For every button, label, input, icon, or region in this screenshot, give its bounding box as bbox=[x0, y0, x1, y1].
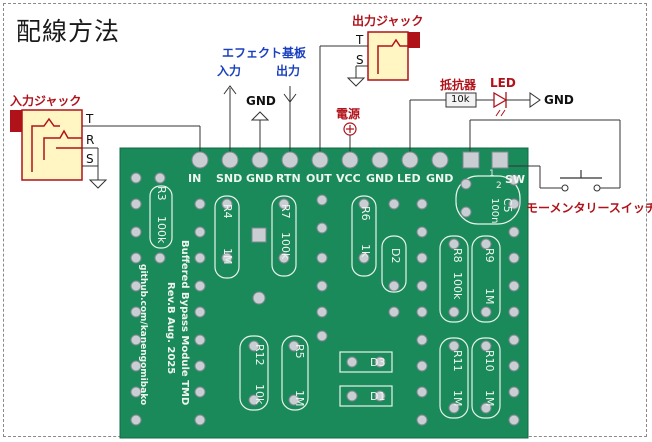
gnd-symbol bbox=[250, 111, 270, 121]
resistor-title: 抵抗器 bbox=[440, 78, 477, 92]
output-jack-pin-t: T bbox=[356, 33, 364, 47]
header-label-sw: SW bbox=[505, 173, 526, 186]
pcb-silk-outlines bbox=[149, 175, 521, 419]
output-jack-plug bbox=[408, 32, 420, 48]
silk-d1: D1 bbox=[370, 390, 386, 403]
silk-r3: R3 bbox=[155, 186, 168, 201]
input-jack-pin-r: R bbox=[86, 133, 95, 147]
led-gnd-label: GND bbox=[544, 93, 574, 107]
sw-pin-1: 1 bbox=[489, 169, 495, 179]
silk-r10-value: 1M bbox=[483, 390, 496, 407]
pcb-pads bbox=[130, 172, 520, 426]
header-label-rtn: RTN bbox=[276, 172, 301, 185]
output-gnd-symbol bbox=[346, 77, 366, 87]
sw-pin-2: 2 bbox=[496, 181, 502, 191]
silk-r8: R8 bbox=[451, 248, 464, 263]
silk-r6: R6 bbox=[359, 206, 372, 221]
input-jack-title: 入力ジャック bbox=[10, 94, 82, 108]
power-label: 電源 bbox=[336, 107, 361, 121]
silk-r9: R9 bbox=[483, 248, 496, 263]
silk-c5: C5 bbox=[501, 198, 514, 213]
resistor-value: 10k bbox=[451, 94, 470, 105]
header-label-in: IN bbox=[188, 172, 202, 185]
silk-r12-value: 10k bbox=[253, 384, 266, 405]
silk-r12: R12 bbox=[253, 344, 266, 366]
effect-board-in-label: 入力 bbox=[217, 64, 242, 78]
silk-board-name: Buffered Bypass Module TMD bbox=[179, 240, 190, 406]
switch-contact-left bbox=[561, 184, 569, 192]
silk-r11: R11 bbox=[451, 350, 464, 372]
page-title: 配線方法 bbox=[16, 17, 121, 46]
silk-c5-value: 100n bbox=[489, 198, 500, 224]
silk-d3: D3 bbox=[370, 356, 386, 369]
silk-r7: R7 bbox=[279, 204, 292, 219]
silk-r6-value: 1k bbox=[359, 244, 372, 258]
silk-r3-value: 100k bbox=[155, 216, 168, 244]
silk-r4: R4 bbox=[221, 204, 234, 219]
switch-label: モーメンタリースイッチ bbox=[526, 201, 652, 215]
header-label-snd: SND bbox=[216, 172, 243, 185]
header-label-gnd-3: GND bbox=[426, 172, 454, 185]
silk-r5: R5 bbox=[293, 344, 306, 359]
silk-board-rev: Rev.B Aug. 2025 bbox=[165, 282, 176, 375]
header-pads bbox=[191, 151, 509, 169]
silk-r8-value: 100k bbox=[451, 272, 464, 300]
led-symbol bbox=[493, 91, 508, 109]
input-jack-body bbox=[21, 109, 83, 181]
header-label-out: OUT bbox=[306, 172, 332, 185]
led-title: LED bbox=[490, 76, 516, 90]
effect-board-out-label: 出力 bbox=[276, 64, 301, 78]
input-jack-plug bbox=[10, 110, 22, 132]
output-jack-title: 出力ジャック bbox=[352, 14, 424, 28]
effect-board-title: エフェクト基板 bbox=[222, 46, 307, 60]
output-jack-pin-s: S bbox=[356, 53, 364, 67]
gnd-label: GND bbox=[246, 94, 276, 108]
header-label-led: LED bbox=[397, 172, 421, 185]
input-jack-pin-t: T bbox=[86, 112, 94, 126]
input-jack-pin-s: S bbox=[86, 152, 94, 166]
silk-r7-value: 100k bbox=[279, 232, 292, 260]
silk-r5-value: 1M bbox=[293, 390, 306, 407]
silk-r9-value: 1M bbox=[483, 288, 496, 305]
silk-d2: D2 bbox=[389, 248, 402, 264]
input-gnd-symbol bbox=[88, 179, 108, 189]
silk-r4-value: 1M bbox=[221, 248, 234, 265]
header-label-gnd-2: GND bbox=[366, 172, 394, 185]
silk-r11-value: 1M bbox=[451, 390, 464, 407]
silk-r10: R10 bbox=[483, 350, 496, 372]
switch-contact-right bbox=[593, 184, 601, 192]
output-jack-body bbox=[367, 31, 409, 81]
header-label-vcc: VCC bbox=[336, 172, 361, 185]
header-label-gnd-1: GND bbox=[246, 172, 274, 185]
silk-board-url: github.com/kanengomibako bbox=[138, 264, 148, 406]
